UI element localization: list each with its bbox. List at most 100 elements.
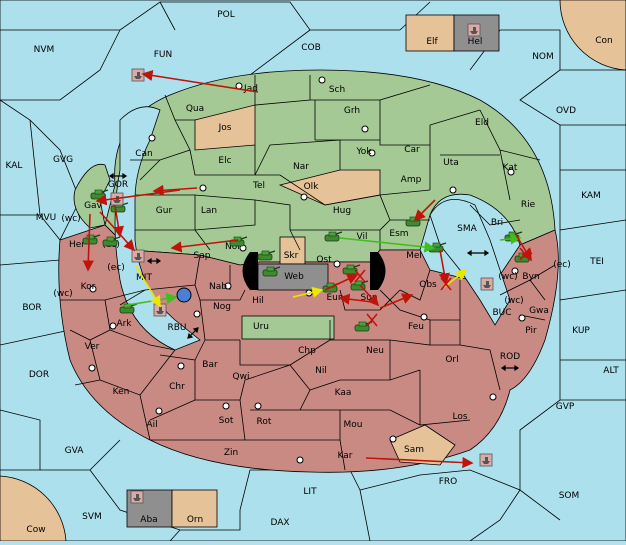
ship-icon[interactable] — [130, 490, 144, 504]
province-label-wc2: (wc) — [498, 272, 517, 282]
tank-icon[interactable] — [342, 264, 361, 275]
province-label-wc4: (wc) — [504, 296, 523, 306]
tank-icon[interactable] — [82, 234, 101, 245]
cancel-mark — [440, 277, 452, 291]
province-label-nog: Nog — [213, 302, 231, 312]
province-label-mou: Mou — [344, 420, 363, 430]
province-label-qua: Qua — [186, 104, 204, 114]
province-label-svm: SVM — [82, 512, 102, 522]
province-label-gur: Gur — [156, 206, 173, 216]
province-label-mel: Mel — [406, 251, 422, 261]
order-arrow-red — [359, 284, 380, 307]
province-label-web: Web — [284, 272, 304, 282]
province-con — [559, 0, 626, 71]
province-label-ovd: OVD — [556, 106, 576, 116]
tank-icon[interactable] — [257, 250, 276, 261]
province-label-ost: Ost — [316, 255, 332, 265]
province-label-ail: Ail — [146, 420, 157, 430]
province-label-zin: Zin — [224, 448, 238, 458]
province-label-wc3: (wc) — [53, 289, 72, 299]
order-arrow-red — [514, 232, 532, 262]
province-label-kar: Kar — [338, 451, 353, 461]
ship-icon[interactable] — [480, 277, 494, 291]
province-label-gwa: Gwa — [529, 306, 549, 316]
order-arrow-green — [499, 233, 522, 245]
province-label-lan: Lan — [201, 206, 217, 216]
province-label-kor: Kor — [81, 282, 96, 292]
neutral-coin-icon — [176, 287, 192, 303]
ship-icon[interactable] — [131, 68, 145, 82]
province-label-ken: Ken — [113, 387, 130, 397]
province-olk — [278, 169, 381, 206]
order-arrow-red — [141, 69, 259, 93]
tank-icon[interactable] — [324, 231, 343, 242]
province-label-jad: Jad — [243, 84, 258, 94]
province-label-pol: POL — [217, 10, 235, 20]
order-arrow-red — [338, 293, 373, 305]
province-label-mvu: MVU — [36, 213, 57, 223]
province-label-jos: Jos — [218, 123, 232, 133]
cancel-mark — [519, 247, 531, 261]
province-elf — [405, 14, 455, 52]
tank-icon[interactable] — [262, 266, 281, 277]
province-label-gor: GOR — [108, 180, 128, 190]
order-arrow-red — [324, 274, 359, 291]
province-label-kaa: Kaa — [335, 388, 352, 398]
province-label-tei: TEI — [589, 257, 604, 267]
province-label-sot: Sot — [219, 416, 234, 426]
province-label-her: Her — [69, 240, 85, 250]
province-label-mit: MIT — [136, 273, 152, 283]
province-label-eun: Eun — [326, 293, 343, 303]
province-label-elc: Elc — [218, 156, 231, 166]
sea-sma-buc — [429, 198, 511, 326]
order-arrow-red — [170, 239, 239, 253]
province-label-dax: DAX — [270, 518, 289, 528]
province-label-yok: Yok — [355, 147, 372, 157]
province-label-nom: NOM — [532, 52, 554, 62]
province-label-sap: Sap — [194, 251, 211, 261]
province-label-rod: ROD — [500, 352, 520, 362]
province-label-kal: KAL — [6, 161, 23, 171]
bridge-east-cap — [370, 252, 386, 290]
ship-icon[interactable] — [479, 453, 493, 467]
province-label-hil: Hil — [252, 296, 264, 306]
province-label-ec3: (ec) — [553, 260, 571, 270]
province-label-buc: BUC — [492, 308, 511, 318]
province-label-gva: GVA — [65, 446, 85, 456]
province-label-feu: Feu — [408, 322, 424, 332]
province-label-kup: KUP — [572, 326, 590, 336]
province-label-car: Car — [404, 145, 420, 155]
order-arrow-green — [339, 237, 436, 253]
supply-centers — [88, 76, 526, 464]
province-label-rbu: RBU — [167, 323, 186, 333]
order-arrow-red — [95, 189, 181, 206]
province-label-chp: Chp — [298, 346, 316, 356]
province-orn — [171, 489, 218, 528]
province-label-ver: Ver — [85, 342, 100, 352]
province-label-ec2: (ec) — [107, 263, 125, 273]
province-label-alt: ALT — [603, 366, 619, 376]
ship-icon[interactable] — [467, 23, 481, 37]
tank-icon[interactable] — [354, 321, 373, 332]
order-arrow-red — [438, 249, 450, 285]
tank-icon[interactable] — [102, 236, 121, 247]
province-label-nor: Nor — [225, 242, 241, 252]
province-label-aba: Aba — [140, 515, 157, 525]
order-arrow-red — [413, 199, 436, 222]
ship-icon[interactable] — [131, 249, 145, 263]
province-label-gvg: GVG — [53, 155, 73, 165]
province-label-sma: SMA — [457, 224, 477, 234]
province-label-amp: Amp — [401, 175, 422, 185]
tank-icon[interactable] — [229, 236, 248, 247]
order-arrow-red — [365, 456, 474, 469]
province-label-nab: Nab — [209, 282, 227, 292]
province-label-bor: BOR — [22, 303, 41, 313]
province-label-orl: Orl — [445, 355, 458, 365]
province-label-dor: DOR — [29, 370, 49, 380]
province-label-obs: Obs — [419, 280, 437, 290]
cancel-mark — [354, 269, 366, 283]
order-arrow-red — [112, 205, 124, 238]
